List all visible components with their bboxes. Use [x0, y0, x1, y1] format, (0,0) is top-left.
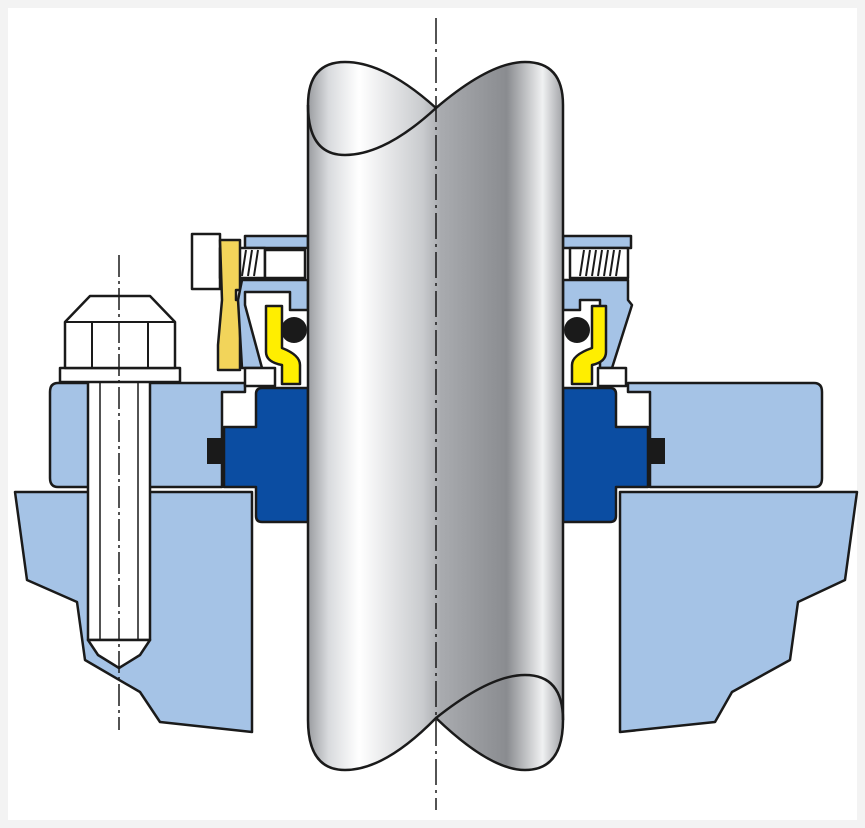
o-ring-left-gland	[207, 438, 223, 464]
bolt	[58, 255, 182, 730]
o-ring-right	[564, 317, 590, 343]
washer	[58, 366, 182, 384]
collar-top-left	[243, 234, 310, 250]
seal-face-right	[570, 304, 608, 386]
hex-nut	[63, 294, 177, 370]
seal-sleeve-left	[222, 386, 310, 524]
seal-sleeve-right	[561, 386, 650, 524]
collar-top-right	[561, 234, 633, 250]
housing-right	[618, 490, 859, 734]
gland-plate-right	[626, 381, 824, 489]
set-screw-head-left	[190, 232, 222, 291]
o-ring-left	[281, 317, 307, 343]
clamp-left	[216, 238, 242, 372]
rotating-unit-left	[190, 232, 310, 388]
seal-face-left	[264, 304, 302, 386]
rotating-unit-right	[561, 234, 634, 388]
o-ring-right-gland	[649, 438, 665, 464]
